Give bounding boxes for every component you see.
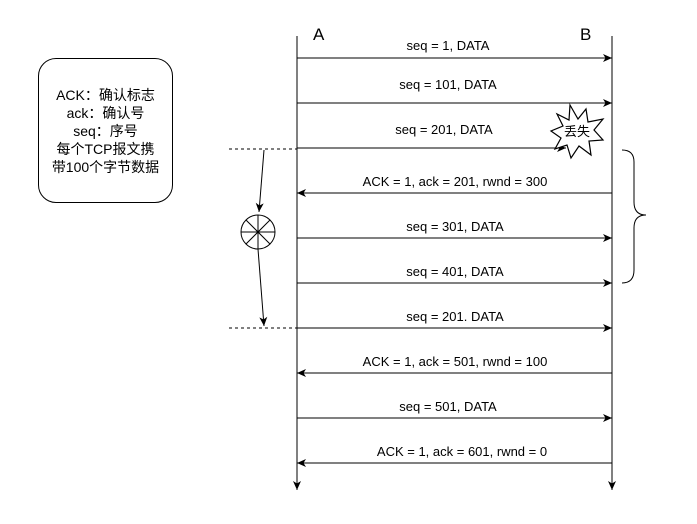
message-label: seq = 301, DATA	[406, 219, 504, 234]
message-label: seq = 1, DATA	[407, 38, 490, 53]
message-label: seq = 501, DATA	[399, 399, 497, 414]
legend-line: 每个TCP报文携	[56, 140, 155, 157]
timer-arrow-top	[255, 149, 265, 213]
legend-line: ack：确认号	[66, 104, 145, 121]
message-label: seq = 201, DATA	[395, 122, 493, 137]
lost-label: 丢失	[564, 124, 590, 139]
message-6: seq = 401, DATA	[297, 264, 612, 287]
window-brace	[621, 149, 647, 284]
party-a-label: A	[313, 25, 325, 44]
message-8: ACK = 1, ack = 501, rwnd = 100	[297, 354, 612, 377]
message-1: seq = 1, DATA	[297, 38, 612, 62]
message-label: ACK = 1, ack = 201, rwnd = 300	[363, 174, 548, 189]
timer-arrow-bottom	[257, 248, 268, 327]
message-label: ACK = 1, ack = 601, rwnd = 0	[377, 444, 547, 459]
legend-line: 带100个字节数据	[51, 158, 160, 175]
explosion-icon	[549, 102, 605, 160]
message-4: ACK = 1, ack = 201, rwnd = 300	[297, 174, 612, 197]
legend-box: ACK：确认标志 ack：确认号 seq：序号 每个TCP报文携 带100个字节…	[38, 58, 173, 203]
message-9: seq = 501, DATA	[297, 399, 612, 422]
legend-line: ACK：确认标志	[56, 86, 155, 103]
message-7: seq = 201. DATA	[297, 309, 612, 332]
message-label: seq = 401, DATA	[406, 264, 504, 279]
message-3-lost: seq = 201, DATA	[297, 122, 566, 152]
message-2: seq = 101, DATA	[297, 77, 612, 107]
message-label: ACK = 1, ack = 501, rwnd = 100	[363, 354, 548, 369]
message-5: seq = 301, DATA	[297, 219, 612, 242]
message-10: ACK = 1, ack = 601, rwnd = 0	[297, 444, 612, 467]
party-b-label: B	[580, 25, 591, 44]
loss-burst: 丢失	[549, 102, 605, 160]
timer-icon	[240, 214, 276, 250]
message-label: seq = 101, DATA	[399, 77, 497, 92]
legend-line: seq：序号	[73, 122, 138, 139]
message-label: seq = 201. DATA	[406, 309, 504, 324]
